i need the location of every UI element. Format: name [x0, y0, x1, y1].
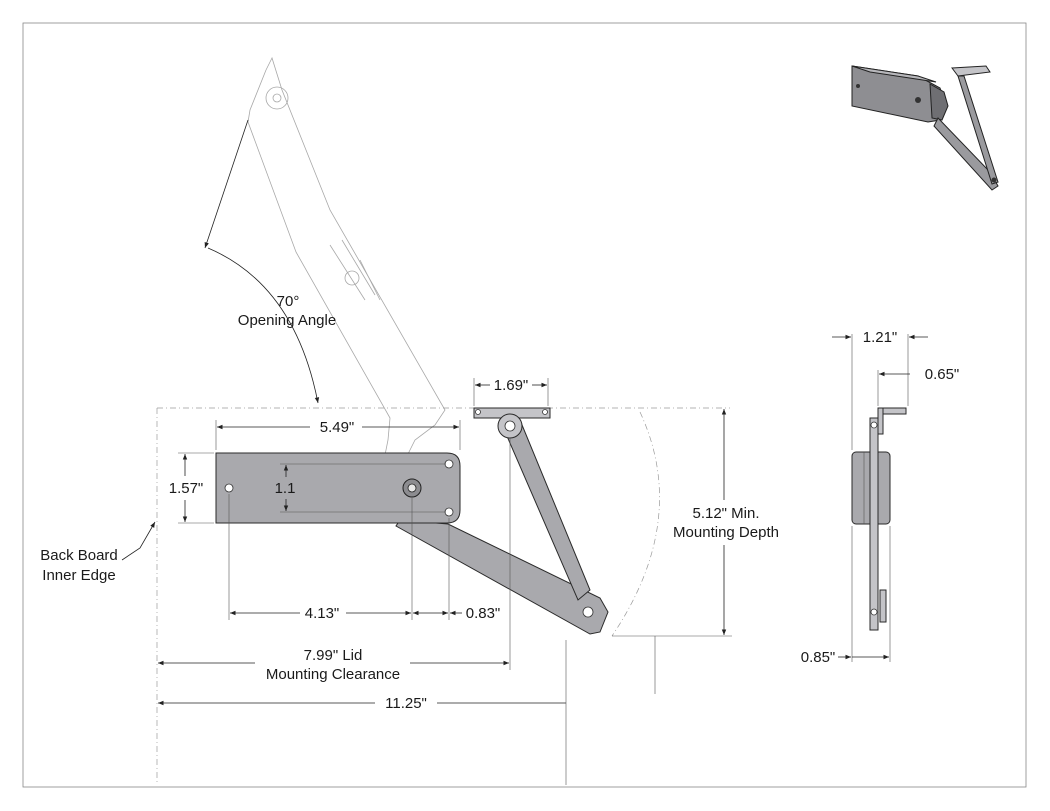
dim-width-549-label: 5.49" — [320, 419, 355, 436]
mounting-depth-text: Mounting Depth — [673, 524, 779, 541]
dim-side-121-label: 1.21" — [863, 329, 898, 346]
side-view — [851, 407, 907, 631]
isometric-view — [851, 65, 999, 191]
drawing-border — [22, 22, 1027, 788]
dim-side-085-label: 0.85" — [801, 649, 836, 666]
main-body-housing — [215, 452, 461, 524]
dim-side-065: 0.65" — [877, 366, 960, 406]
reference-lines — [156, 407, 730, 785]
opening-angle-value: 70° — [277, 293, 300, 310]
dim-side-121: 1.21" — [832, 329, 928, 450]
dim-top-link-169-label: 1.69" — [494, 377, 529, 394]
dim-side-085: 0.85" — [801, 526, 891, 666]
dim-083-label: 0.83" — [466, 605, 501, 622]
opening-angle-dimension: 70° Opening Angle — [204, 119, 336, 404]
back-board-line1: Back Board — [40, 547, 118, 564]
back-board-callout: Back Board Inner Edge — [40, 521, 156, 584]
dim-hole-spacing-11: 1.1 — [275, 463, 446, 513]
dim-top-link-169: 1.69" — [473, 377, 549, 406]
dim-total-1125-label: 11.25" — [385, 695, 427, 712]
dim-total-1125: 11.25" — [158, 640, 567, 785]
dim-height-157: 1.57" — [169, 452, 214, 524]
lid-clearance-value: 7.99" Lid — [304, 647, 363, 664]
dim-413-label: 4.13" — [305, 605, 340, 622]
dim-hole-spacing-11-label: 1.1 — [275, 480, 296, 497]
back-board-line2: Inner Edge — [42, 567, 115, 584]
mounting-depth-value: 5.12" Min. — [692, 505, 759, 522]
dim-side-065-label: 0.65" — [925, 366, 960, 383]
dim-width-549: 5.49" — [215, 419, 461, 450]
opening-angle-text: Opening Angle — [238, 312, 336, 329]
top-mounting-bracket — [473, 407, 551, 439]
dim-413-083: 4.13" 0.83" — [228, 494, 501, 622]
lid-clearance-text: Mounting Clearance — [266, 666, 400, 683]
dim-height-157-label: 1.57" — [169, 480, 204, 497]
dim-mounting-depth-512: 5.12" Min. Mounting Depth — [612, 409, 779, 637]
dim-lid-clearance-799: 7.99" Lid Mounting Clearance — [158, 438, 511, 683]
